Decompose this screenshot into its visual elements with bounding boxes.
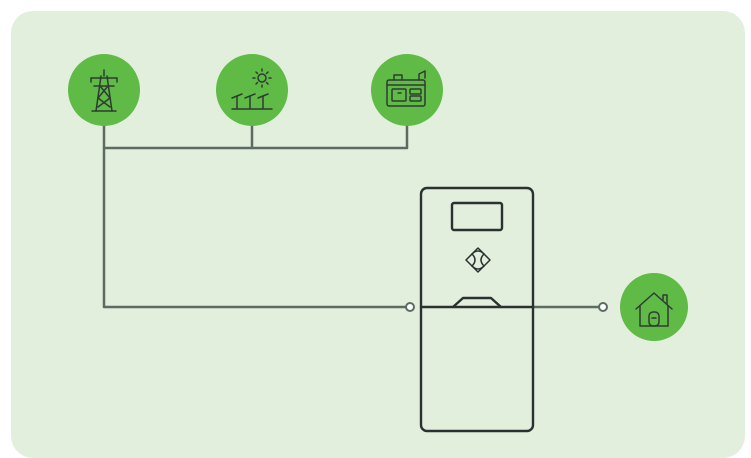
cabinet-display <box>450 201 504 232</box>
diagram-panel <box>11 11 745 458</box>
home-node-circle <box>620 273 688 341</box>
brand-logo-icon <box>465 247 491 273</box>
storage-cabinet <box>419 186 535 433</box>
solar-node-circle <box>216 54 288 126</box>
transmission-tower-icon <box>90 69 118 112</box>
home-node <box>620 273 688 341</box>
grid-node <box>68 54 140 126</box>
storage-input-terminal <box>405 302 415 312</box>
house-icon <box>635 292 673 327</box>
generator-node-circle <box>371 54 443 126</box>
generator-node <box>371 54 443 126</box>
solar-panels-icon <box>231 68 273 110</box>
cabinet-handle <box>451 296 503 309</box>
solar-node <box>216 54 288 126</box>
source-bus-wire <box>102 116 409 150</box>
cabinet-body <box>419 186 535 433</box>
wiring <box>102 116 601 309</box>
generator-icon <box>386 70 426 107</box>
home-input-terminal <box>598 302 608 312</box>
grid-to-storage-wire <box>102 146 407 309</box>
